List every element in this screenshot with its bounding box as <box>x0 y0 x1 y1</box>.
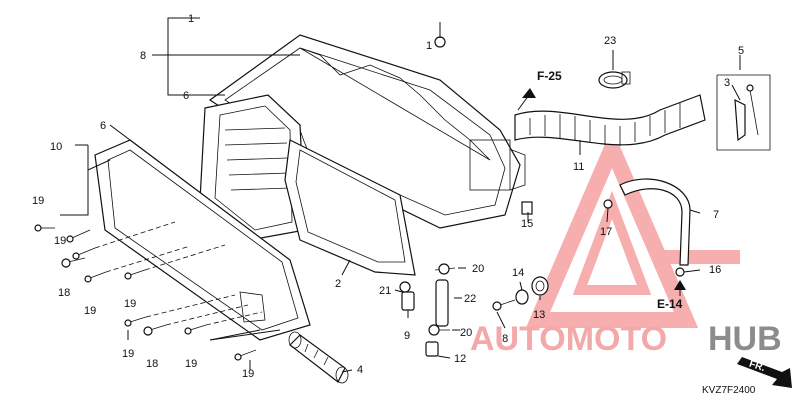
part-label: 2 <box>335 278 341 290</box>
part-label: 3 <box>724 77 730 89</box>
part-labels: 1 8 6 6 10 19 19 18 19 19 19 18 19 19 2 … <box>32 13 744 380</box>
part-label: 7 <box>713 209 719 221</box>
part-label: 19 <box>122 348 134 360</box>
part-label: 8 <box>140 50 146 62</box>
part-label: 17 <box>600 226 612 238</box>
part-label: 19 <box>185 358 197 370</box>
hose-clamp <box>598 71 631 89</box>
assembly-lines <box>94 221 263 326</box>
part-label: 18 <box>146 358 158 370</box>
part-label: 19 <box>84 305 96 317</box>
reference-marks: F-25 E-14 <box>517 69 686 311</box>
watermark-logo <box>525 127 740 328</box>
part-label: 19 <box>242 368 254 380</box>
part-label: 10 <box>50 141 62 153</box>
part-label: 23 <box>604 35 616 47</box>
part-label: 6 <box>100 120 106 132</box>
intake-duct <box>288 331 349 384</box>
part-label: 14 <box>512 267 524 279</box>
part-label: 11 <box>573 161 584 173</box>
watermark-part2: HUB <box>708 320 782 358</box>
part-label: 19 <box>32 195 44 207</box>
part-label: 20 <box>460 327 472 339</box>
part-label: 18 <box>58 287 70 299</box>
part-label: 19 <box>54 235 66 247</box>
part-label: 15 <box>521 218 533 230</box>
part-label: 18 <box>496 333 508 345</box>
front-label: FR. <box>748 359 767 375</box>
part-label: 20 <box>472 263 484 275</box>
reference-f25: F-25 <box>537 69 562 83</box>
front-direction-arrow: FR. <box>737 357 792 388</box>
part-label: 12 <box>454 353 466 365</box>
watermark-part1: AUTOMOTO <box>470 320 667 358</box>
part-label: 6 <box>183 90 189 102</box>
part-label: 4 <box>357 364 363 376</box>
part-label: 5 <box>738 45 744 57</box>
watermark-text: AUTOMOTO HUB <box>470 320 782 358</box>
drain-plug-set <box>716 74 771 151</box>
connecting-tube <box>514 94 706 146</box>
drain-tube <box>401 279 449 357</box>
part-label: 1 <box>188 13 194 25</box>
part-label: 22 <box>464 293 476 305</box>
part-label: 1 <box>426 40 432 52</box>
housing-gasket <box>284 139 416 276</box>
part-label: 13 <box>533 309 545 321</box>
screws <box>34 36 685 361</box>
part-label: 21 <box>379 285 391 297</box>
part-label: 19 <box>124 298 136 310</box>
drawing-code: KVZ7F2400 <box>702 385 756 396</box>
breather-hose <box>619 178 691 266</box>
part-label: 16 <box>709 264 721 276</box>
leader-lines <box>60 17 741 373</box>
reference-e14: E-14 <box>657 297 683 311</box>
part-label: 9 <box>404 330 410 342</box>
